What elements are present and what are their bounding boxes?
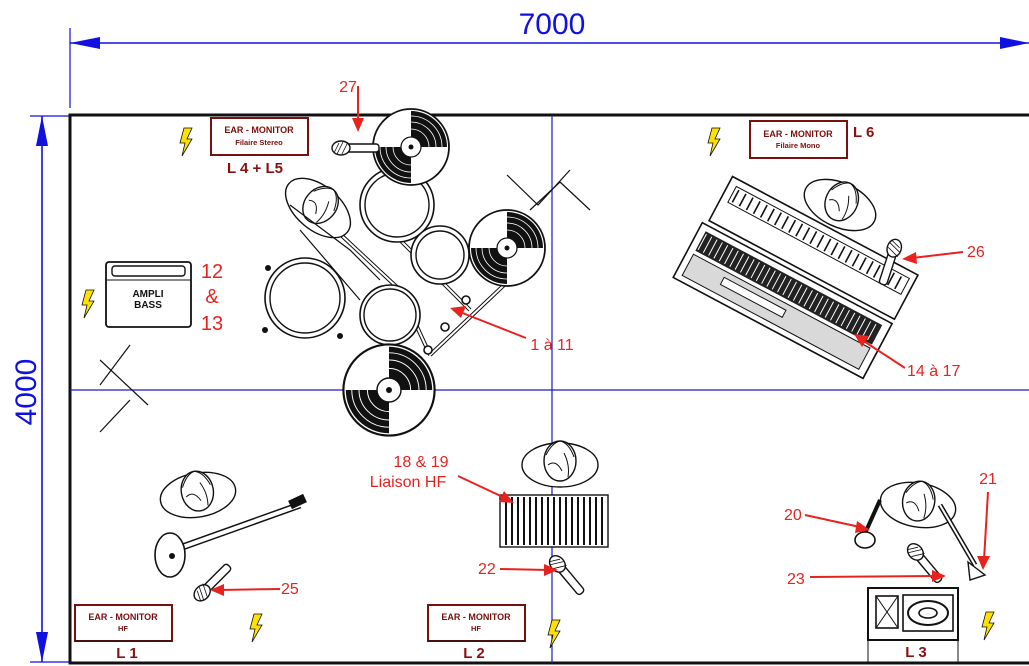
mic-25-icon (190, 560, 235, 605)
width-dimension: 7000 (69, 8, 1029, 108)
svg-text:13: 13 (201, 313, 223, 335)
svg-text:25: 25 (281, 581, 299, 598)
power-icon (981, 611, 995, 641)
callout-14-17: 14 à 17 (854, 334, 960, 380)
ear-monitor-box-l4-l5: EAR - MONITOR Filaire Stereo L 4 + L5 (210, 117, 309, 177)
monitor-title: EAR - MONITOR (763, 129, 833, 139)
power-icon (547, 619, 561, 649)
callout-23: 23 (787, 570, 946, 588)
tape-mark-center (506, 169, 591, 211)
amp-label: AMPLI (132, 289, 163, 300)
monitor-sub: Filaire Mono (776, 141, 821, 150)
svg-text:&: & (205, 286, 219, 308)
svg-text:22: 22 (478, 561, 496, 578)
svg-text:1 à 11: 1 à 11 (530, 337, 573, 354)
bass-amp: AMPLI BASS (105, 261, 192, 328)
keyboard-rig (672, 166, 920, 380)
callout-26: 26 (902, 244, 985, 264)
tape-mark-left (99, 344, 149, 433)
svg-text:23: 23 (787, 571, 805, 588)
power-icon (179, 127, 193, 157)
callout-18-19: 18 & 19 Liaison HF (370, 454, 514, 503)
callout-22: 22 (478, 561, 558, 578)
monitor-sub: HF (118, 624, 128, 633)
callout-20: 20 (784, 507, 870, 533)
monitor-label: L 3 (905, 644, 926, 661)
height-dimension: 4000 (10, 115, 70, 663)
ear-monitor-box-l2: EAR - MONITOR HF L 2 (427, 604, 526, 662)
power-icon (707, 127, 721, 157)
monitor-title: EAR - MONITOR (224, 125, 294, 135)
monitor-label: L 1 (116, 645, 137, 662)
callout-12-13: 12 & 13 (201, 261, 223, 335)
drum-kit (262, 108, 546, 437)
mic-27-icon (331, 140, 380, 156)
callout-1-11: 1 à 11 (450, 306, 574, 354)
amp-label: BASS (134, 300, 162, 311)
monitor-sub: HF (471, 624, 481, 633)
callout-21: 21 (977, 471, 997, 570)
svg-text:12: 12 (201, 261, 223, 283)
callout-27: 27 (339, 79, 364, 132)
monitor-title: EAR - MONITOR (88, 612, 158, 622)
monitor-label: L 2 (463, 645, 484, 662)
accordion-player (499, 440, 609, 548)
svg-text:18 & 19: 18 & 19 (393, 454, 448, 471)
monitor-label: L 4 + L5 (227, 160, 283, 177)
monitor-title: EAR - MONITOR (441, 612, 511, 622)
svg-text:14 à 17: 14 à 17 (907, 363, 960, 380)
ear-monitor-box-l1: EAR - MONITOR HF L 1 (74, 604, 173, 662)
power-icon (249, 613, 263, 643)
wedge-monitor-l3: L 3 (867, 587, 959, 663)
bass-player (154, 464, 307, 578)
height-label: 4000 (10, 359, 43, 426)
svg-text:26: 26 (967, 244, 985, 261)
svg-text:Liaison HF: Liaison HF (370, 474, 447, 491)
svg-text:21: 21 (979, 471, 997, 488)
power-icon (81, 289, 95, 319)
horn-player (854, 474, 987, 581)
monitor-sub: Filaire Stereo (235, 138, 283, 147)
svg-text:27: 27 (339, 79, 357, 96)
ear-monitor-box-l6: EAR - MONITOR Filaire Mono L 6 (749, 120, 874, 159)
width-label: 7000 (519, 8, 586, 41)
monitor-label: L 6 (853, 124, 874, 141)
callout-25: 25 (210, 581, 299, 598)
svg-text:20: 20 (784, 507, 802, 524)
